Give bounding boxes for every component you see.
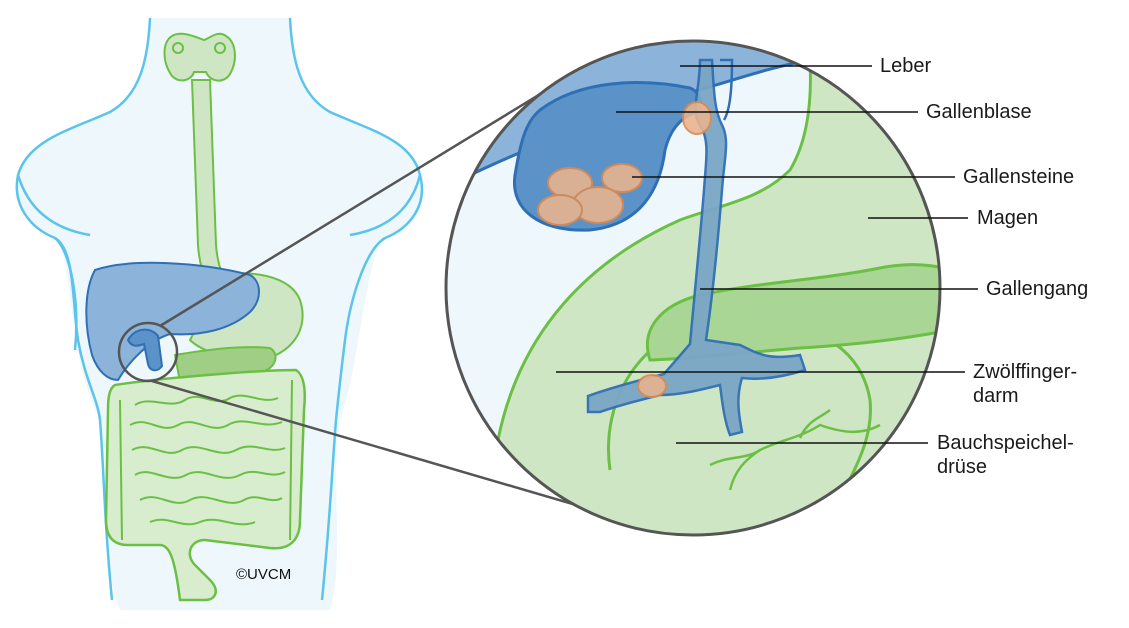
right-waist-line <box>320 419 338 601</box>
label-bauchspeicheldruese: Bauchspeichel- drüse <box>937 431 1074 479</box>
small-intestine <box>119 379 293 541</box>
left-waist-line <box>98 419 114 601</box>
label-bauchspeicheldruese-line2: drüse <box>937 456 988 478</box>
right-shoulder-line <box>288 17 424 421</box>
left-armpit-line <box>54 237 78 351</box>
zoom-source-circle <box>117 321 179 383</box>
hepatic-duct <box>720 58 734 121</box>
label-gallensteine: Gallensteine <box>963 166 1075 188</box>
label-bauchspeicheldruese-line1: Bauchspeichel- <box>937 432 1074 454</box>
gallbladder-small <box>126 328 164 372</box>
chest-line-right <box>349 174 422 237</box>
leader-lines <box>556 65 978 444</box>
gallstone-duct <box>682 101 712 135</box>
thyroid-dot-right <box>214 42 226 54</box>
zoom-line-bottom <box>151 379 601 514</box>
gallstone-4 <box>537 194 583 226</box>
pancreatic-duct-branches <box>709 409 881 491</box>
large-intestine <box>104 368 306 602</box>
magnified-circle-border <box>444 39 942 537</box>
body-figure <box>15 17 424 610</box>
zoom-line-top <box>159 80 561 328</box>
label-zwoelffingerdarm: Zwölffinger- darm <box>973 360 1077 408</box>
left-shoulder-line <box>15 17 152 421</box>
magnified-view <box>446 41 940 535</box>
chest-line-left <box>16 174 91 237</box>
label-magen: Magen <box>977 207 1039 229</box>
gallstone-papilla <box>637 374 667 398</box>
thyroid-dot-left <box>172 42 184 54</box>
label-gallengang: Gallengang <box>986 278 1089 300</box>
bile-duct <box>586 58 807 437</box>
gallstones <box>537 101 712 398</box>
label-zwoelffingerdarm-line1: Zwölffinger- <box>973 361 1078 383</box>
gallstone-2 <box>601 163 643 193</box>
label-gallenblase: Gallenblase <box>926 101 1032 123</box>
copyright-text: ©UVCM <box>236 566 292 583</box>
label-zwoelffingerdarm-line2: darm <box>973 385 1019 407</box>
label-leber: Leber <box>880 55 932 77</box>
